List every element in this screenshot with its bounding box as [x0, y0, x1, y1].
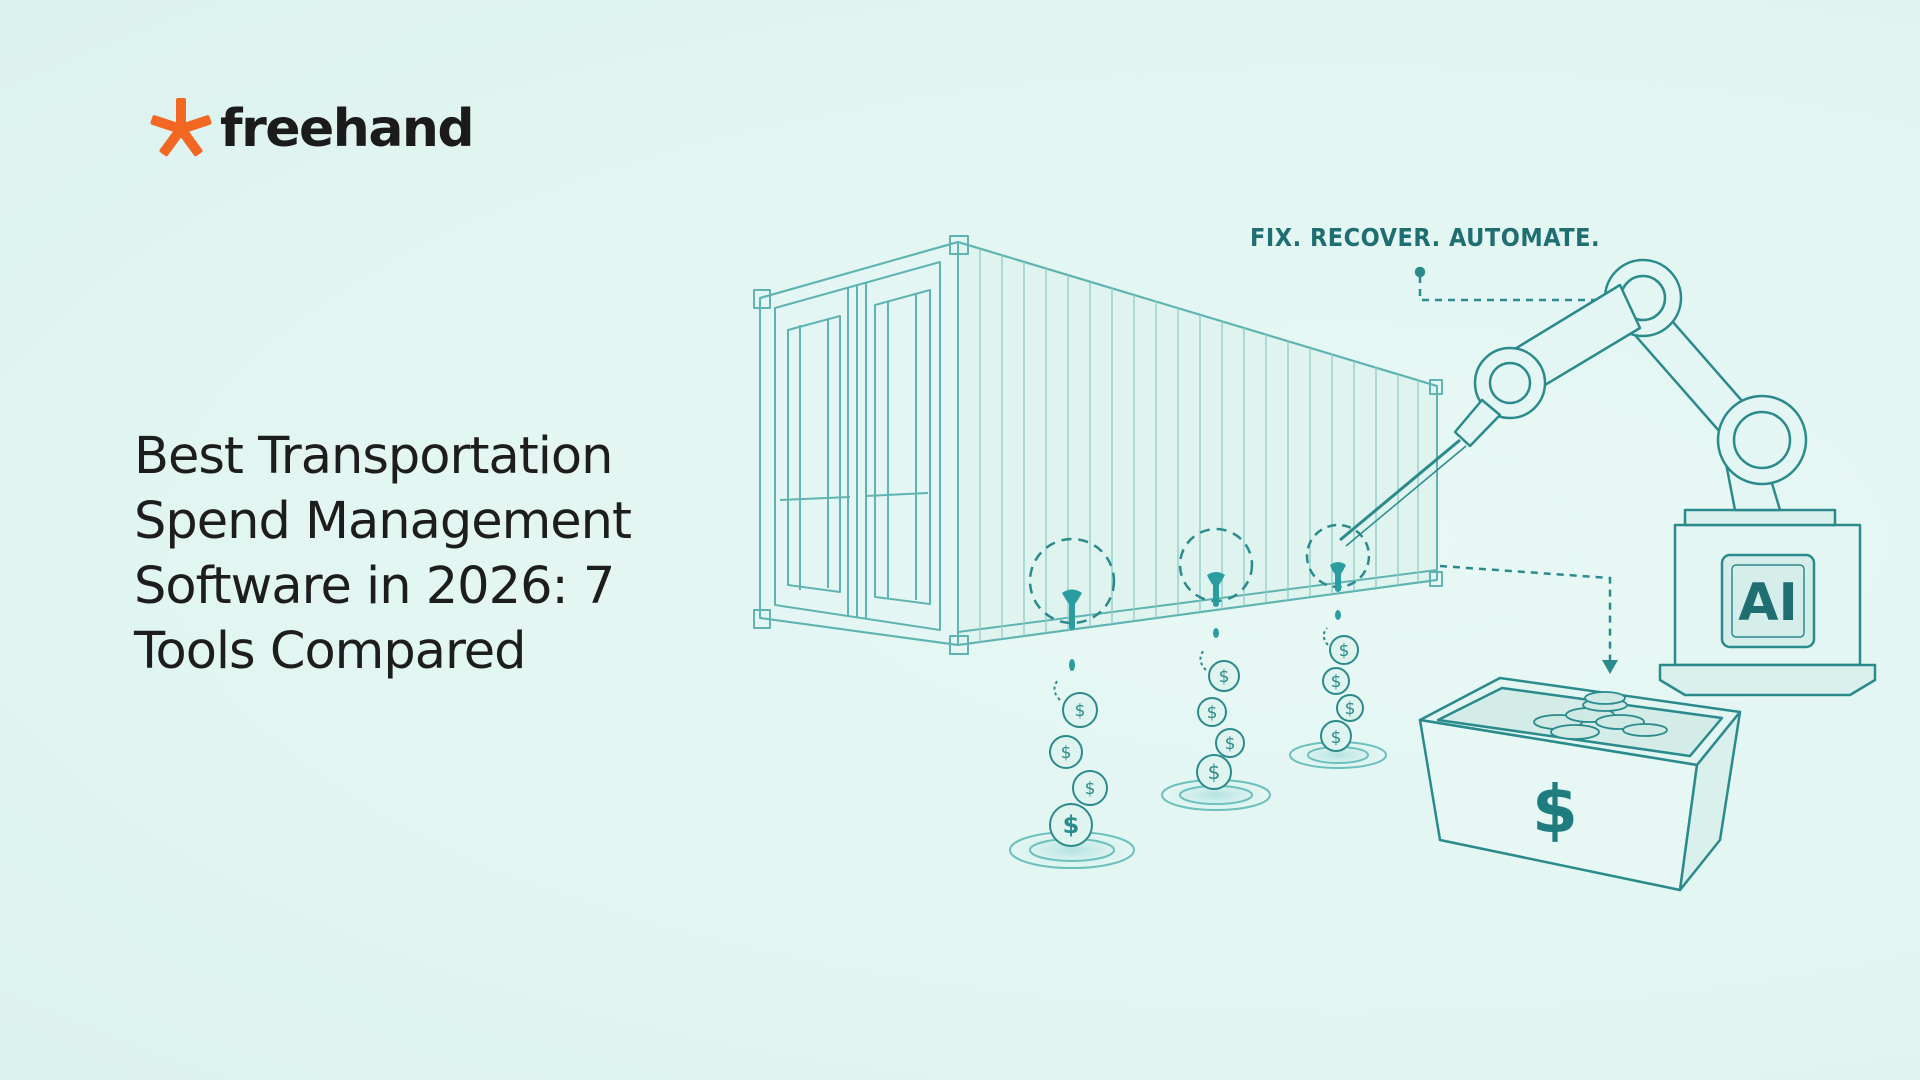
- coin-pile: [1533, 691, 1668, 740]
- svg-text:$: $: [1219, 667, 1230, 687]
- coin-stream-1: [1009, 692, 1135, 869]
- tagline-connector: [1414, 266, 1620, 302]
- leak-point-2: [1178, 527, 1254, 671]
- svg-text:$: $: [1061, 743, 1072, 763]
- title-line-1: Best Transportation: [134, 427, 613, 486]
- coin-stream-3: [1289, 635, 1387, 769]
- brand-name: freehand: [220, 99, 475, 159]
- coin-labels-2: $ $ $ $: [1207, 667, 1236, 784]
- title-line-3: Software in 2026: 7: [134, 557, 615, 616]
- leak-point-3: [1305, 523, 1371, 646]
- svg-text:$: $: [1207, 703, 1218, 723]
- svg-text:AI: AI: [1738, 573, 1798, 633]
- coin-stream-2: [1161, 660, 1271, 811]
- shipping-container-illustration: FIX. RECOVER. AUTOMATE.: [753, 223, 1877, 892]
- tagline-text: FIX. RECOVER. AUTOMATE.: [1250, 223, 1600, 252]
- title-line-2: Spend Management: [134, 492, 632, 551]
- bin-dollar-icon: $: [1532, 771, 1578, 848]
- svg-text:$: $: [1339, 641, 1350, 661]
- svg-text:$: $: [1345, 699, 1356, 719]
- svg-text:$: $: [1331, 728, 1342, 748]
- svg-text:$: $: [1331, 672, 1342, 692]
- title-line-4: Tools Compared: [134, 622, 527, 681]
- svg-text:$: $: [1208, 760, 1221, 784]
- svg-text:$: $: [1085, 779, 1096, 799]
- leak-point-1: [1028, 537, 1116, 701]
- svg-text:$: $: [1063, 811, 1080, 839]
- page-title: Best Transportation Spend Management Sof…: [134, 424, 694, 684]
- ai-badge: AI: [1720, 553, 1816, 649]
- container-ribs: [979, 249, 1419, 642]
- svg-text:$: $: [1225, 734, 1236, 754]
- svg-text:$: $: [1075, 701, 1086, 721]
- shipping-container: [753, 235, 1443, 655]
- asterisk-logo-icon: [150, 98, 212, 157]
- coin-labels-1: $ $ $ $: [1061, 701, 1096, 839]
- coin-labels-3: $ $ $ $: [1331, 641, 1356, 748]
- arrow-head-icon: [1602, 660, 1618, 674]
- flow-arrow-to-bin: [1439, 564, 1612, 660]
- brand-logo[interactable]: freehand: [148, 94, 475, 164]
